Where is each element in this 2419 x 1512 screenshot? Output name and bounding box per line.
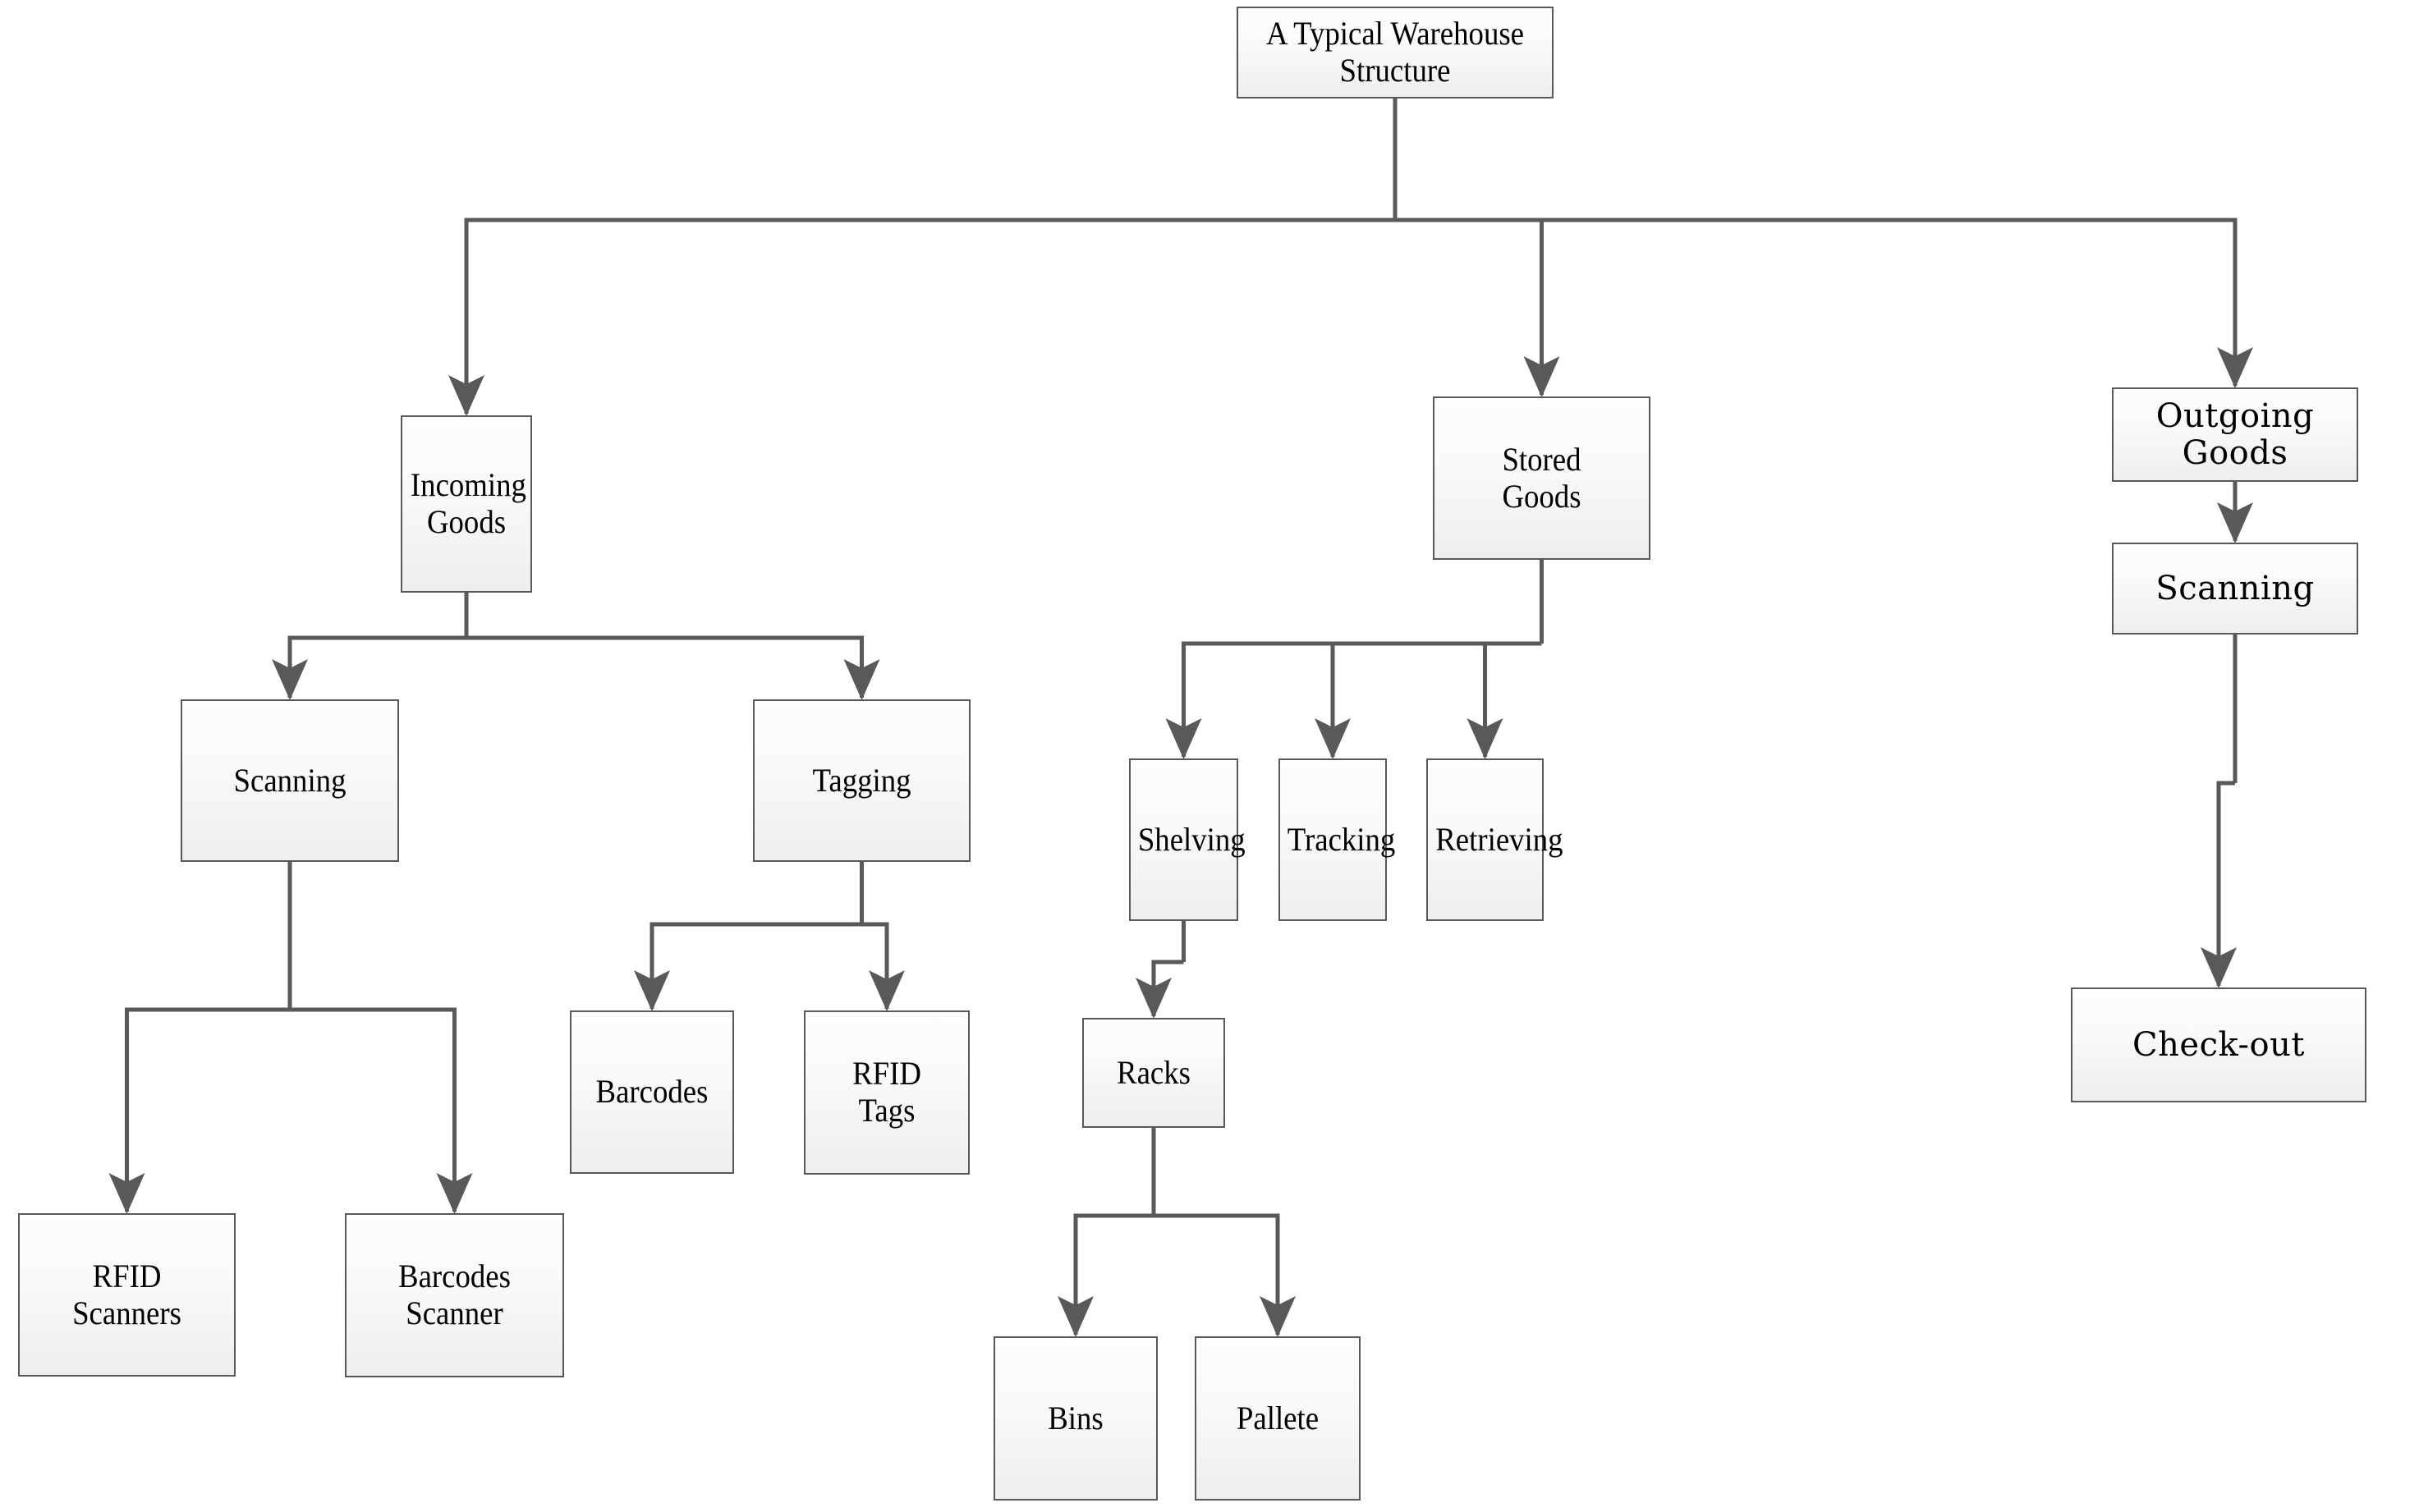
- node-label-shelving: Shelving: [1137, 820, 1246, 858]
- node-barcodes[interactable]: Barcodes: [570, 1010, 734, 1174]
- connector-shelving: [1136, 960, 1184, 1019]
- node-root[interactable]: A Typical Warehouse Structure: [1237, 7, 1554, 99]
- connector-stored: [1315, 641, 1542, 760]
- node-tracking[interactable]: Tracking: [1278, 758, 1396, 921]
- node-pallete[interactable]: Pallete: [1195, 1336, 1361, 1501]
- connector-stored: [1467, 641, 1542, 760]
- node-label-scanning_out: Scanning: [2155, 569, 2315, 607]
- node-shelving[interactable]: Shelving: [1129, 758, 1246, 921]
- node-scanning_out[interactable]: Scanning: [2112, 543, 2358, 635]
- node-label-rfid_tags: RFID Tags: [852, 1055, 921, 1129]
- node-label-pallete: Pallete: [1236, 1399, 1320, 1436]
- connector-root: [1395, 218, 2253, 389]
- node-checkout[interactable]: Check-out: [2071, 987, 2366, 1102]
- node-label-incoming: Incoming Goods: [410, 466, 526, 540]
- node-label-tagging: Tagging: [812, 761, 911, 799]
- node-label-barcodes_scanner: Barcodes Scanner: [398, 1258, 511, 1331]
- node-scanning_in[interactable]: Scanning: [181, 699, 399, 862]
- node-label-retrieving: Retrieving: [1435, 820, 1563, 858]
- node-barcodes_scanner[interactable]: Barcodes Scanner: [345, 1213, 564, 1377]
- node-label-barcodes: Barcodes: [595, 1073, 709, 1111]
- connector-tagging: [634, 922, 862, 1012]
- node-rfid_tags[interactable]: RFID Tags: [804, 1010, 970, 1175]
- connector-scanning_in: [290, 1007, 473, 1215]
- node-label-root: A Typical Warehouse Structure: [1265, 15, 1525, 89]
- node-label-scanning_in: Scanning: [233, 761, 347, 799]
- connector-stored: [1165, 641, 1542, 760]
- node-bins[interactable]: Bins: [994, 1336, 1158, 1501]
- connector-scanning_out: [2201, 781, 2237, 989]
- node-rfid_scanners[interactable]: RFID Scanners: [18, 1213, 236, 1377]
- connector-racks: [1154, 1213, 1296, 1338]
- node-label-rfid_scanners: RFID Scanners: [72, 1257, 181, 1331]
- connector-scanning_in: [108, 1007, 290, 1215]
- connector-root: [448, 218, 1395, 417]
- node-stored[interactable]: Stored Goods: [1433, 396, 1650, 560]
- connector-racks: [1058, 1213, 1154, 1338]
- connector-incoming: [466, 635, 880, 701]
- connector-root: [1395, 218, 1560, 398]
- node-label-stored: Stored Goods: [1502, 440, 1581, 515]
- connector-incoming: [272, 635, 466, 701]
- node-tagging[interactable]: Tagging: [753, 699, 971, 862]
- node-label-tracking: Tracking: [1287, 820, 1396, 858]
- node-outgoing[interactable]: Outgoing Goods: [2112, 387, 2358, 482]
- node-label-bins: Bins: [1048, 1399, 1104, 1436]
- node-retrieving[interactable]: Retrieving: [1426, 758, 1563, 921]
- node-label-racks: Racks: [1117, 1053, 1191, 1091]
- node-label-outgoing: Outgoing Goods: [2155, 396, 2315, 472]
- node-incoming[interactable]: Incoming Goods: [401, 415, 532, 593]
- node-label-checkout: Check-out: [2132, 1025, 2305, 1064]
- node-racks[interactable]: Racks: [1082, 1018, 1225, 1128]
- connector-tagging: [861, 922, 905, 1012]
